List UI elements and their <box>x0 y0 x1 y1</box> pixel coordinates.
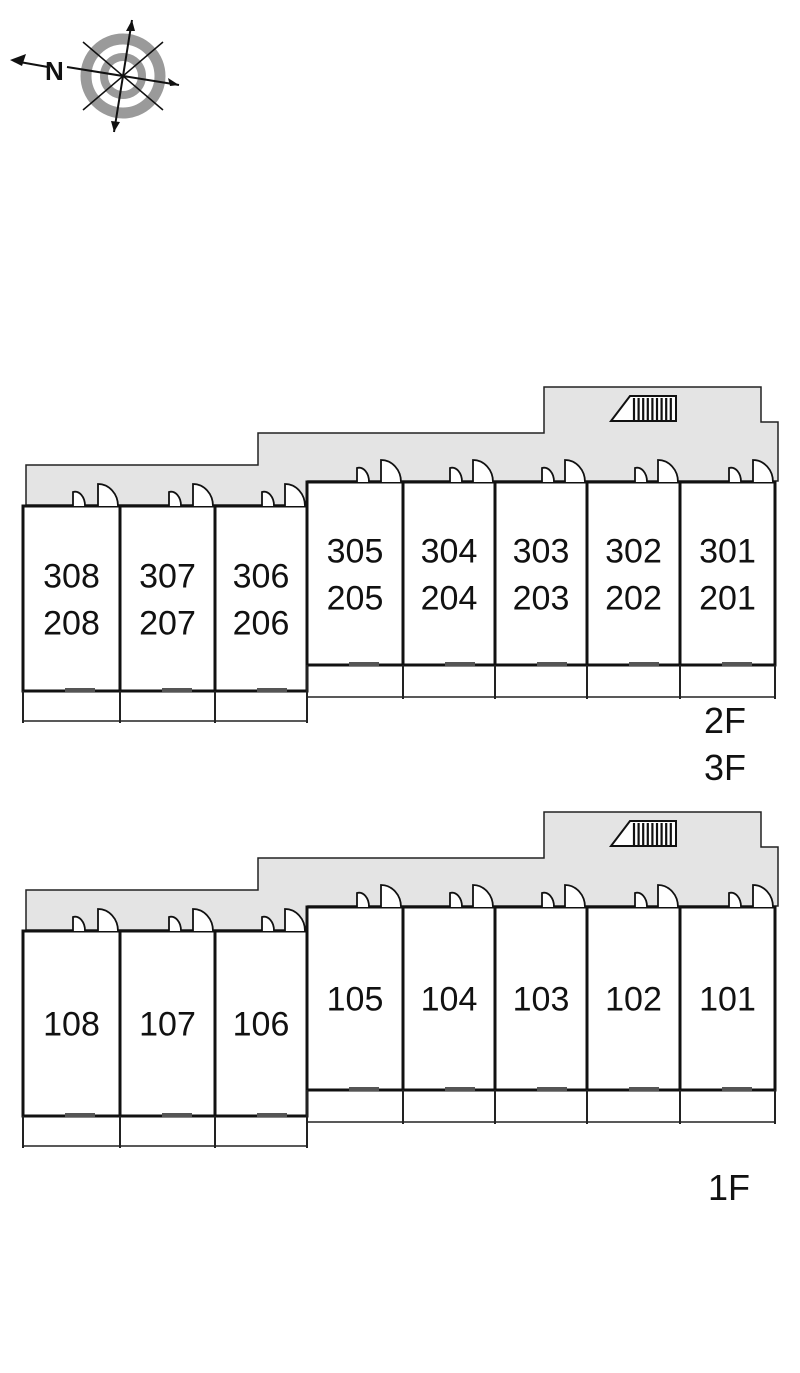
door-icon <box>728 884 774 908</box>
room-label: 108 <box>43 1006 100 1044</box>
floor-label: 3F <box>704 747 746 788</box>
door-icon <box>634 459 679 483</box>
door-icon <box>261 483 306 507</box>
room-104: 104 <box>401 884 497 1124</box>
room-106: 106 <box>213 908 309 1148</box>
room-outline <box>21 504 122 693</box>
door-icon <box>356 884 402 908</box>
room-label: 202 <box>605 580 662 618</box>
door-icon <box>168 908 214 932</box>
room-label: 201 <box>699 580 756 618</box>
door-icon <box>634 884 679 908</box>
room-outline <box>401 480 497 667</box>
room-103: 103 <box>493 884 589 1124</box>
door-icon <box>168 483 214 507</box>
room-outline <box>305 480 405 667</box>
room-label: 304 <box>421 533 478 571</box>
room-outline <box>213 929 309 1118</box>
room-108: 108 <box>21 908 122 1148</box>
door-icon <box>541 884 586 908</box>
door-icon <box>449 884 494 908</box>
room-101: 101 <box>678 884 777 1124</box>
door-icon <box>261 908 306 932</box>
room-label: 206 <box>233 605 290 643</box>
door-icon <box>541 459 586 483</box>
room-label: 307 <box>139 558 196 596</box>
door-icon <box>728 459 774 483</box>
room-label: 102 <box>605 981 662 1019</box>
room-outline <box>401 905 497 1092</box>
room-label: 101 <box>699 981 756 1019</box>
stairs-icon <box>608 820 677 847</box>
door-icon <box>449 459 494 483</box>
room-label: 306 <box>233 558 290 596</box>
room-label: 208 <box>43 605 100 643</box>
room-outline <box>118 504 217 693</box>
floor-label: 2F <box>704 700 746 741</box>
room-105: 105 <box>305 884 405 1124</box>
room-label: 104 <box>421 981 478 1019</box>
room-label: 204 <box>421 580 478 618</box>
room-label: 103 <box>513 981 570 1019</box>
room-label: 203 <box>513 580 570 618</box>
stairs-icon <box>608 395 677 422</box>
first-floor-plan: 108 107 106 105 104 103 102 101 1F <box>21 811 779 1208</box>
room-107: 107 <box>118 908 217 1148</box>
room-label: 207 <box>139 605 196 643</box>
room-label: 305 <box>327 533 384 571</box>
upper-floors-plan: 3082083072073062063052053042043032033022… <box>21 386 779 788</box>
room-102: 102 <box>585 884 682 1124</box>
room-label: 105 <box>327 981 384 1019</box>
north-label: N <box>45 56 64 86</box>
room-outline <box>493 480 589 667</box>
room-outline <box>213 504 309 693</box>
floor-label: 1F <box>708 1167 750 1208</box>
room-label: 205 <box>327 580 384 618</box>
room-outline <box>585 480 682 667</box>
door-icon <box>72 483 119 507</box>
door-icon <box>72 908 119 932</box>
room-outline <box>678 480 777 667</box>
room-outline <box>585 905 682 1092</box>
room-label: 301 <box>699 533 756 571</box>
room-label: 303 <box>513 533 570 571</box>
room-outline <box>678 905 777 1092</box>
room-label: 106 <box>233 1006 290 1044</box>
room-label: 308 <box>43 558 100 596</box>
door-icon <box>356 459 402 483</box>
compass-rose-icon: N <box>10 19 180 133</box>
room-label: 302 <box>605 533 662 571</box>
room-label: 107 <box>139 1006 196 1044</box>
